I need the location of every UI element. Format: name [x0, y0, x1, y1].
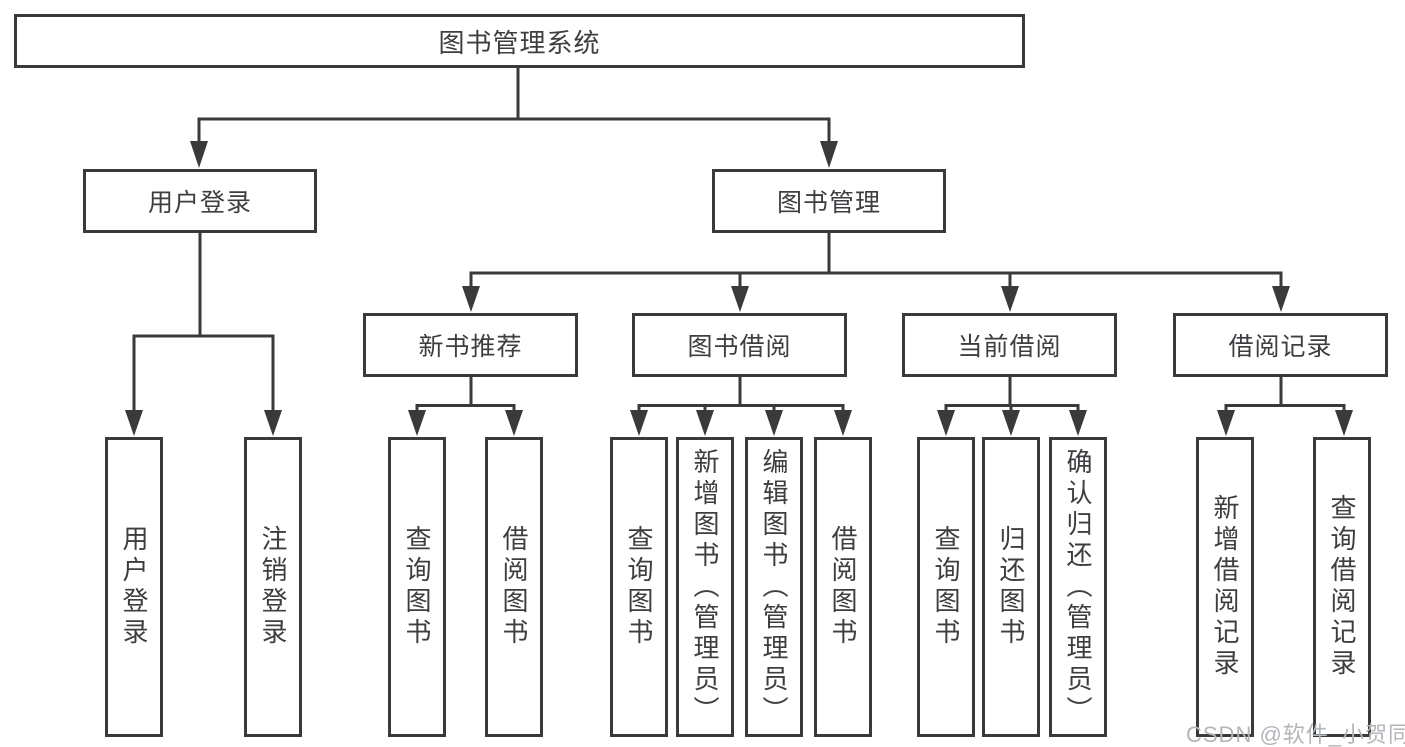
connector-newbook-to-leaves [415, 375, 516, 414]
csdn-watermark: CSDN @软件_小贺同学 [1186, 722, 1405, 747]
leaf-label: 查询图书 [402, 525, 432, 649]
leaf-query-book-current: 查询图书 [917, 437, 975, 737]
leaf-logout: 注销登录 [244, 437, 302, 737]
leaf-label: 确认归还（管理员） [1063, 447, 1093, 727]
node-new-book-recommend: 新书推荐 [363, 313, 578, 377]
leaf-add-borrow-record: 新增借阅记录 [1196, 437, 1254, 737]
leaf-label: 归还图书 [996, 525, 1026, 649]
connector-bookmgmt-to-level3 [469, 231, 1283, 290]
leaf-label: 查询借阅记录 [1327, 494, 1357, 680]
leaf-edit-book-admin: 编辑图书（管理员） [745, 437, 803, 737]
leaf-label: 查询图书 [931, 525, 961, 649]
leaf-label: 编辑图书（管理员） [759, 447, 789, 727]
connector-userlogin-to-leaves [132, 231, 275, 414]
leaf-borrow-book: 借阅图书 [814, 437, 872, 737]
leaf-add-book-admin: 新增图书（管理员） [676, 437, 734, 737]
leaf-label: 新增图书（管理员） [690, 447, 720, 727]
leaf-label: 借阅图书 [499, 525, 529, 649]
leaf-return-book: 归还图书 [982, 437, 1040, 737]
leaf-label: 注销登录 [258, 525, 288, 649]
leaf-query-borrow-record: 查询借阅记录 [1313, 437, 1371, 737]
leaf-label: 查询图书 [624, 525, 654, 649]
connector-records-to-leaves [1224, 375, 1346, 414]
leaf-label: 新增借阅记录 [1210, 494, 1240, 680]
node-root-system: 图书管理系统 [14, 14, 1025, 68]
leaf-borrow-book-recommend: 借阅图书 [485, 437, 543, 737]
connector-root-to-level2 [197, 66, 831, 146]
node-user-login: 用户登录 [83, 169, 317, 233]
node-borrow-records: 借阅记录 [1173, 313, 1388, 377]
leaf-label: 借阅图书 [828, 525, 858, 649]
node-book-borrow: 图书借阅 [632, 313, 847, 377]
leaf-confirm-return-admin: 确认归还（管理员） [1049, 437, 1107, 737]
node-book-management: 图书管理 [712, 169, 946, 233]
connector-borrow-to-leaves [637, 375, 845, 414]
leaf-label: 用户登录 [119, 525, 149, 649]
leaf-user-login: 用户登录 [105, 437, 163, 737]
leaf-query-book-recommend: 查询图书 [388, 437, 446, 737]
leaf-query-book-borrow: 查询图书 [610, 437, 668, 737]
node-current-borrow: 当前借阅 [902, 313, 1117, 377]
arrowhead-icons [125, 141, 1353, 436]
connector-current-to-leaves [944, 375, 1080, 414]
